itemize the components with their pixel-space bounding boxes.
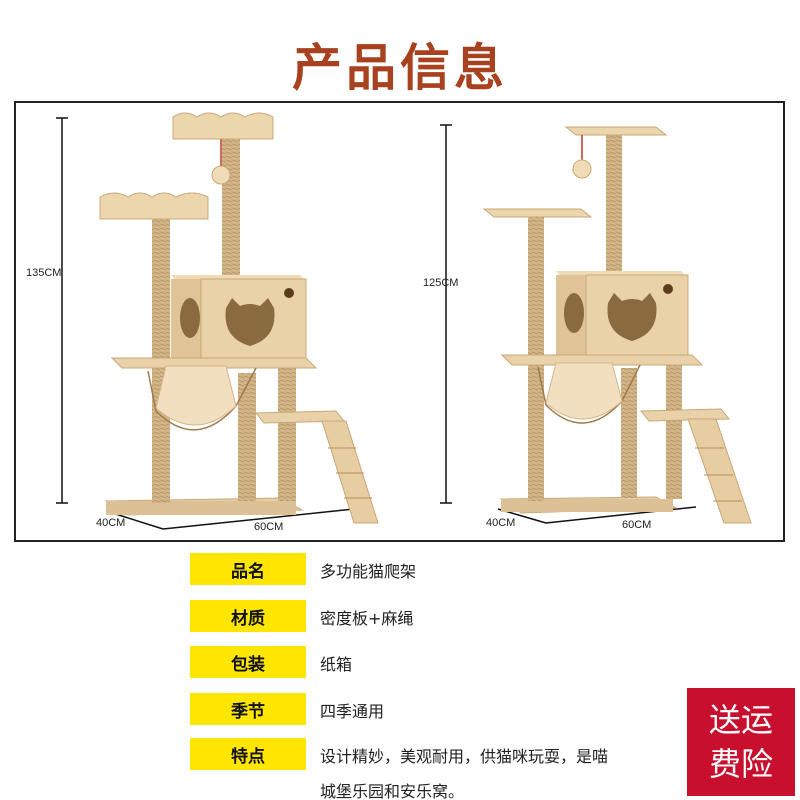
spec-row-features: 特点 设计精妙，美观耐用，供猫咪玩耍，是喵 城堡乐园和安乐窝。 bbox=[190, 738, 790, 800]
spec-value-line2: 城堡乐园和安乐窝。 bbox=[320, 782, 465, 800]
page-title: 产品信息 bbox=[292, 39, 508, 97]
left-depth-label: 40CM bbox=[96, 517, 126, 529]
spec-value: 设计精妙，美观耐用，供猫咪玩耍，是喵 bbox=[320, 747, 609, 766]
spec-value: 多功能猫爬架 bbox=[320, 562, 417, 581]
spec-label: 包装 bbox=[190, 646, 306, 678]
spec-value: 纸箱 bbox=[320, 655, 353, 674]
spec-row-name: 品名 多功能猫爬架 bbox=[190, 553, 790, 585]
right-height-label: 125CM bbox=[423, 277, 459, 289]
right-width-label: 60CM bbox=[622, 519, 652, 531]
badge-line1: 送运 bbox=[708, 701, 773, 739]
spec-row-packaging: 包装 纸箱 bbox=[190, 646, 790, 678]
product-image-frame: 135CM 40CM 60CM 125CM 40CM 60CM bbox=[14, 101, 785, 542]
spec-label: 季节 bbox=[190, 693, 306, 725]
left-cat-tree bbox=[99, 112, 379, 524]
spec-label: 特点 bbox=[190, 738, 306, 770]
spec-label: 材质 bbox=[190, 600, 306, 632]
right-depth-label: 40CM bbox=[486, 517, 516, 529]
shipping-insurance-badge: 送运 费险 bbox=[687, 688, 795, 796]
spec-value: 四季通用 bbox=[320, 702, 385, 721]
spec-row-season: 季节 四季通用 bbox=[190, 693, 790, 725]
left-height-label: 135CM bbox=[26, 267, 62, 279]
left-width-label: 60CM bbox=[254, 521, 284, 533]
spec-label: 品名 bbox=[190, 553, 306, 585]
spec-row-material: 材质 密度板+麻绳 bbox=[190, 600, 790, 632]
cat-tree-illustration bbox=[56, 112, 752, 530]
spec-value: 密度板+麻绳 bbox=[320, 609, 414, 628]
badge-line2: 费险 bbox=[708, 745, 773, 783]
right-cat-tree bbox=[482, 126, 752, 524]
